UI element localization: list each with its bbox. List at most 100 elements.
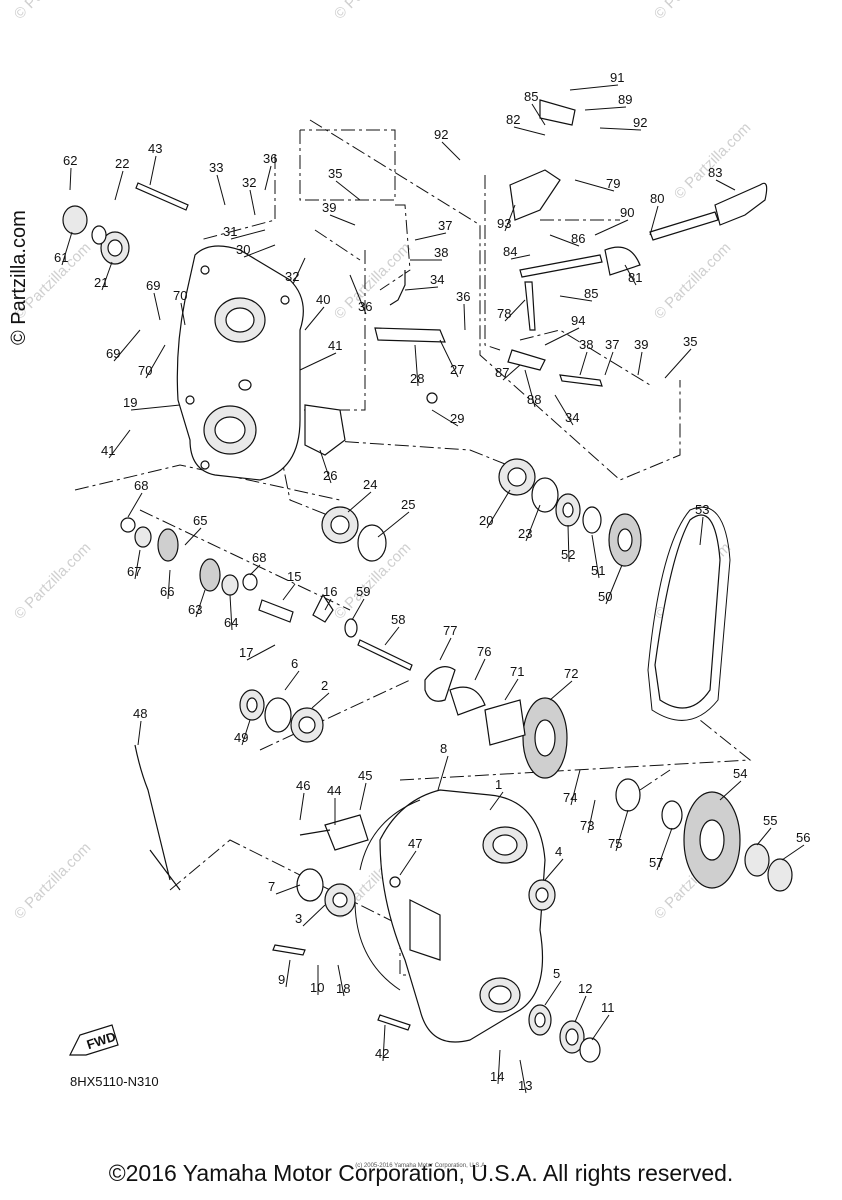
part-number-label: 35 bbox=[683, 334, 697, 349]
leader-line bbox=[113, 329, 141, 362]
leader-line bbox=[574, 179, 615, 192]
leader-line bbox=[404, 286, 439, 291]
leader-line bbox=[246, 644, 276, 661]
watermark-text: © Partzilla.com bbox=[11, 839, 94, 922]
part-number-label: 44 bbox=[327, 783, 341, 798]
leader-line bbox=[570, 769, 581, 806]
part-number-label: 29 bbox=[450, 411, 464, 426]
leader-line bbox=[439, 339, 459, 378]
part-number-label: 90 bbox=[620, 205, 634, 220]
part-number-label: 34 bbox=[430, 272, 444, 287]
leader-line bbox=[781, 844, 805, 861]
part-number-label: 63 bbox=[188, 602, 202, 617]
part-number-label: 77 bbox=[443, 623, 457, 638]
leader-line bbox=[549, 680, 573, 701]
part-number-label: 5 bbox=[553, 966, 560, 981]
part-number-label: 87 bbox=[495, 365, 509, 380]
part-number-label: 28 bbox=[410, 371, 424, 386]
part-number-label: 94 bbox=[571, 313, 585, 328]
leader-line bbox=[569, 84, 619, 91]
part-number-label: 76 bbox=[477, 644, 491, 659]
leader-line bbox=[504, 299, 526, 322]
leader-line bbox=[441, 141, 461, 161]
leader-line bbox=[715, 179, 736, 191]
part-number-label: 72 bbox=[564, 666, 578, 681]
part-number-label: 40 bbox=[316, 292, 330, 307]
leader-line bbox=[282, 583, 296, 601]
part-number-label: 66 bbox=[160, 584, 174, 599]
part-number-label: 16 bbox=[323, 584, 337, 599]
leader-line bbox=[414, 344, 419, 387]
leader-line bbox=[101, 261, 113, 291]
part-number-label: 92 bbox=[434, 127, 448, 142]
part-number-label: 32 bbox=[242, 175, 256, 190]
leader-line bbox=[431, 409, 459, 427]
leader-line bbox=[264, 165, 272, 191]
leader-line bbox=[130, 404, 181, 411]
part-number-label: 31 bbox=[223, 224, 237, 239]
watermark-text: © Partzilla.com bbox=[651, 239, 734, 322]
part-number-label: 22 bbox=[115, 156, 129, 171]
leader-line bbox=[69, 167, 72, 191]
part-number-label: 83 bbox=[708, 165, 722, 180]
part-number-label: 36 bbox=[263, 151, 277, 166]
leader-line bbox=[241, 719, 251, 746]
part-number-label: 86 bbox=[571, 231, 585, 246]
leader-line bbox=[324, 598, 332, 611]
part-number-label: 38 bbox=[434, 245, 448, 260]
leader-line bbox=[319, 449, 332, 484]
leader-line bbox=[599, 127, 642, 131]
leader-line bbox=[504, 678, 519, 701]
leader-line bbox=[504, 204, 516, 232]
leader-line bbox=[567, 524, 570, 563]
leader-line bbox=[502, 364, 521, 381]
leader-line bbox=[719, 780, 742, 801]
part-number-label: 47 bbox=[408, 836, 422, 851]
leader-line bbox=[574, 995, 587, 1023]
part-number-label: 8 bbox=[440, 741, 447, 756]
leader-line bbox=[329, 214, 356, 226]
watermark-text: © Partzilla.com bbox=[11, 539, 94, 622]
part-number-label: 39 bbox=[322, 200, 336, 215]
part-number-label: 59 bbox=[356, 584, 370, 599]
leader-line bbox=[311, 692, 330, 709]
upper-chain-case bbox=[176, 245, 304, 481]
leader-line bbox=[249, 564, 261, 576]
leader-line bbox=[153, 292, 161, 321]
part-number-label: 67 bbox=[127, 564, 141, 579]
part-number-label: 1 bbox=[495, 777, 502, 792]
gears bbox=[157, 513, 741, 889]
shafts-bolts-springs bbox=[134, 99, 768, 1031]
part-number-label: 50 bbox=[598, 589, 612, 604]
part-number-label: 27 bbox=[450, 362, 464, 377]
leader-line bbox=[605, 564, 623, 605]
watermark-text: © Partzilla.com bbox=[11, 0, 94, 23]
leader-line bbox=[304, 306, 325, 331]
leader-line bbox=[524, 369, 536, 408]
leader-line bbox=[275, 884, 301, 895]
leader-line bbox=[285, 959, 291, 988]
part-number-label: 58 bbox=[391, 612, 405, 627]
leader-line bbox=[349, 274, 367, 315]
part-number-label: 51 bbox=[591, 563, 605, 578]
part-number-label: 92 bbox=[633, 115, 647, 130]
part-number-label: 80 bbox=[650, 191, 664, 206]
part-number-label: 11 bbox=[601, 1000, 615, 1015]
part-number-label: 88 bbox=[527, 392, 541, 407]
part-number-label: 55 bbox=[763, 813, 777, 828]
part-number-label: 36 bbox=[358, 299, 372, 314]
part-number-label: 52 bbox=[561, 547, 575, 562]
part-number-label: 69 bbox=[146, 278, 160, 293]
part-number-label: 14 bbox=[490, 1069, 504, 1084]
leader-line bbox=[351, 598, 365, 621]
part-number-label: 7 bbox=[268, 879, 275, 894]
leader-line bbox=[587, 799, 596, 834]
leader-line bbox=[377, 511, 410, 538]
part-number-label: 45 bbox=[358, 768, 372, 783]
leader-line bbox=[243, 244, 276, 258]
leader-line bbox=[335, 180, 361, 201]
leader-line bbox=[61, 231, 73, 266]
leader-line bbox=[167, 569, 171, 600]
leader-lines bbox=[61, 84, 805, 1094]
leader-line bbox=[559, 295, 593, 302]
